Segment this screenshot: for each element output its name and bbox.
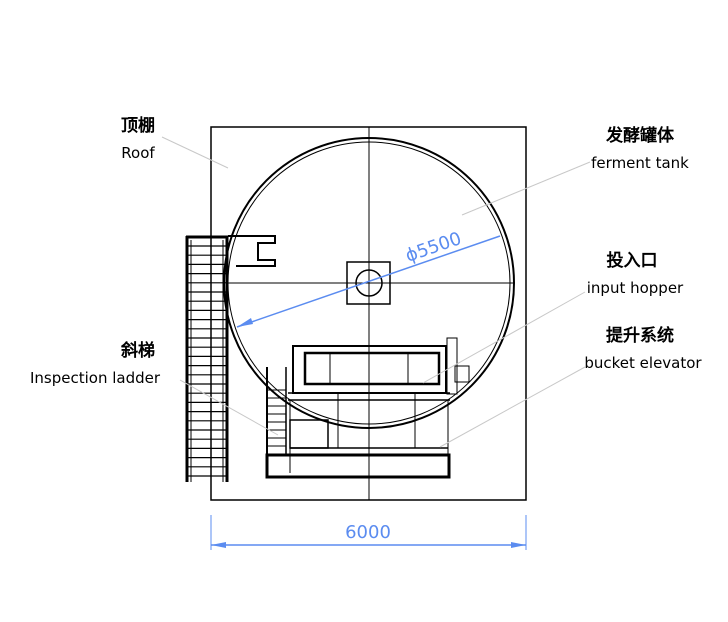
hopper-label-en: input hopper <box>587 279 684 297</box>
ladder-label-cn: 斜梯 <box>120 340 155 361</box>
ladder-leader <box>179 379 279 436</box>
width-label: 6000 <box>345 522 391 543</box>
ladder-label-en: Inspection ladder <box>30 369 161 387</box>
tank-leader <box>461 161 591 216</box>
tank-label-en: ferment tank <box>591 154 689 172</box>
inspection-ladder <box>185 235 229 482</box>
elevator-leader <box>439 366 586 448</box>
bucket-elevator-equipment <box>265 337 470 479</box>
tank-label-cn: 发酵罐体 <box>605 125 675 146</box>
diameter-label: ϕ5500 <box>403 228 464 267</box>
elevator-label-cn: 提升系统 <box>606 325 674 346</box>
roof-label-cn: 顶棚 <box>121 115 155 136</box>
hopper-leader <box>422 291 586 384</box>
roof-leader <box>161 136 229 169</box>
bracket <box>228 235 276 267</box>
width-dimension: 6000 <box>210 515 527 550</box>
elevator-label-en: bucket elevator <box>584 354 702 372</box>
center-port <box>355 269 383 297</box>
center-hatch <box>346 261 391 305</box>
roof-label-en: Roof <box>121 144 155 162</box>
hopper-label-cn: 投入口 <box>607 250 658 271</box>
